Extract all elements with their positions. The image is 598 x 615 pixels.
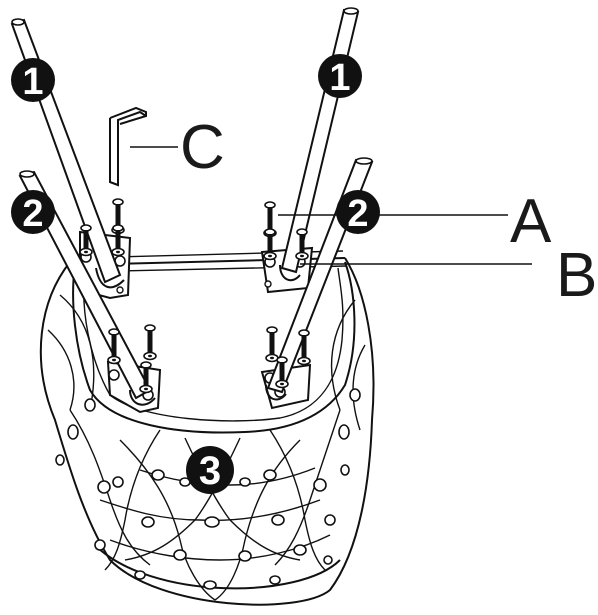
bolt-with-washer: [143, 324, 157, 361]
leg-front-right: [279, 7, 360, 282]
badge-step-2-right-text: 2: [347, 193, 368, 235]
badge-step-1-left: 1: [11, 58, 55, 103]
bolt-with-washer: [139, 361, 153, 394]
allen-key: [109, 106, 147, 187]
bolt-with-washer: [79, 224, 93, 257]
bolt-with-washer: [297, 329, 311, 366]
bolt-with-washer: [111, 224, 125, 257]
label-a: A: [510, 187, 552, 256]
bolts: [79, 198, 311, 394]
badge-step-1-left-text: 1: [22, 61, 43, 103]
badge-step-3-text: 3: [199, 449, 221, 493]
bolt-with-washer: [107, 328, 121, 365]
label-c: C: [180, 113, 225, 182]
bolt-with-washer: [295, 228, 309, 261]
badge-step-2-left-text: 2: [22, 193, 43, 235]
tufting-pattern: [47, 294, 366, 601]
badge-step-2-left: 2: [11, 190, 55, 235]
badge-step-3: 3: [186, 446, 234, 494]
label-b: B: [556, 241, 597, 310]
bolt-with-washer: [263, 228, 277, 261]
badge-step-1-right: 1: [318, 54, 362, 99]
bolt-with-washer: [265, 326, 279, 363]
leader-lines: [130, 146, 532, 265]
badge-step-1-right-text: 1: [329, 57, 350, 99]
bolt-with-washer: [275, 356, 289, 389]
badge-step-2-right: 2: [336, 190, 380, 235]
tuft-buttons: [55, 388, 361, 590]
